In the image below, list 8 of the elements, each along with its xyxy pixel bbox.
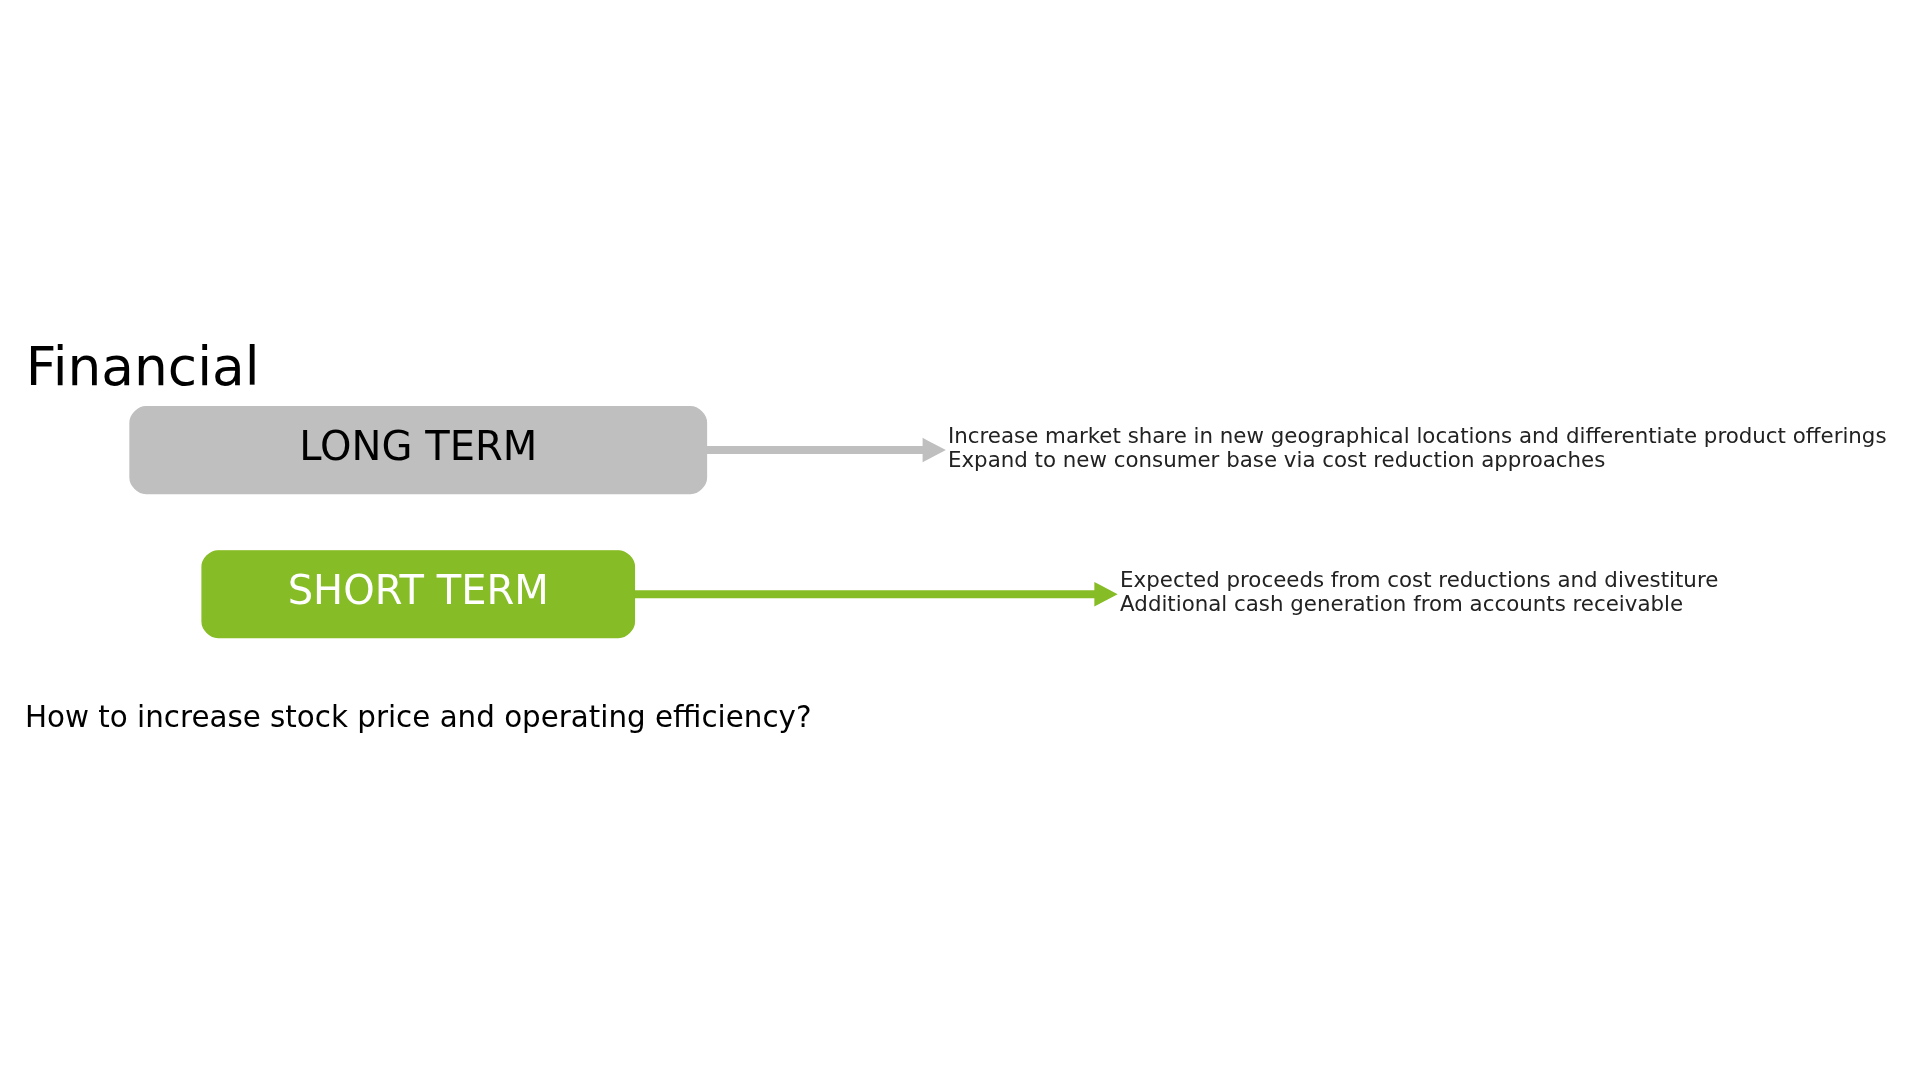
diagram-title: Financial [25,334,260,398]
arrow [634,581,1118,606]
node-text: Expected proceeds from cost reductions and divestiture Additional cash generation from accounts receivable [1120,566,1719,616]
label: How to increase stock price and operating efficiency? [24,699,812,734]
node-text: Increase market share in new geographical locations and differentiate product offerings Expand to new consumer base via cost reduction approaches [947,422,1887,472]
arrow [706,437,946,462]
node-box: SHORT TERM [201,549,636,638]
node-box: LONG TERM [129,405,708,494]
